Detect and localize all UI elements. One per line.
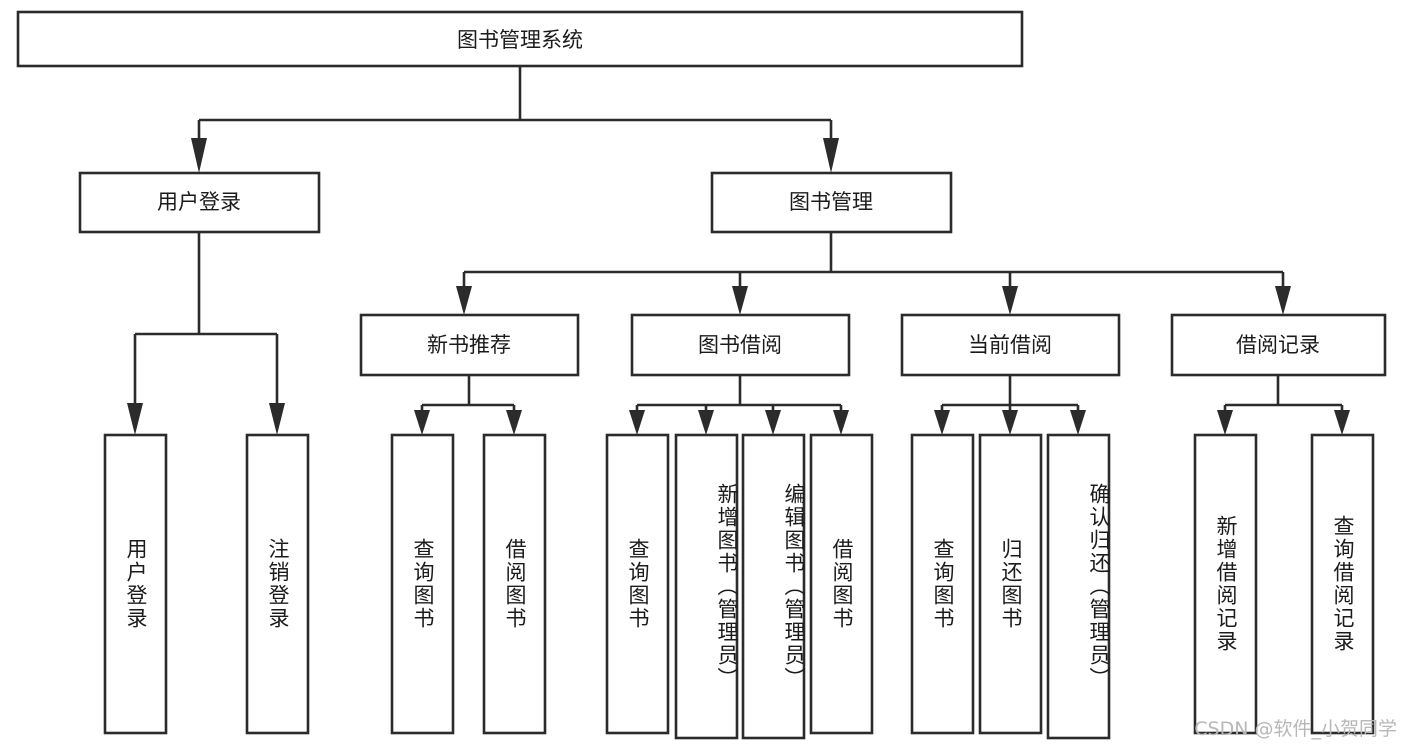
node-new-book-recommend-box[interactable] bbox=[359, 313, 580, 377]
connector-layer bbox=[127, 66, 1350, 435]
node-borrow-record[interactable]: 借阅记录 bbox=[1170, 313, 1387, 377]
node-user-login-label: 用户登录 bbox=[157, 190, 241, 214]
arrow-head-leaf-add-book-admin bbox=[698, 410, 714, 435]
arrow-head-book-borrow bbox=[732, 286, 748, 315]
arrow-head-book-management bbox=[823, 138, 839, 173]
node-root-label: 图书管理系统 bbox=[457, 28, 583, 52]
arrow-head-borrow-record bbox=[1275, 286, 1291, 315]
csdn-watermark: CSDN @软件_小贺同学 bbox=[1194, 718, 1397, 740]
node-leaf-query-borrow-record-box[interactable] bbox=[1310, 433, 1375, 735]
node-leaf-return-book-box[interactable] bbox=[978, 433, 1043, 735]
node-root-box[interactable] bbox=[16, 10, 1024, 68]
node-leaf-add-borrow-record-box[interactable] bbox=[1193, 433, 1258, 735]
node-borrow-record-box[interactable] bbox=[1170, 313, 1387, 377]
node-leaf-add-book-admin-box[interactable] bbox=[674, 433, 739, 740]
node-current-borrow-label: 当前借阅 bbox=[968, 333, 1052, 357]
arrow-head-leaf-query-book-2 bbox=[629, 410, 645, 435]
node-leaf-user-login-box[interactable] bbox=[103, 433, 168, 735]
arrow-head-leaf-confirm-return-admin bbox=[1070, 410, 1086, 435]
node-leaf-borrow-book-2-box[interactable] bbox=[809, 433, 874, 735]
node-leaf-query-book-2-box[interactable] bbox=[605, 433, 670, 735]
node-book-management[interactable]: 图书管理 bbox=[710, 171, 953, 234]
node-leaf-edit-book-admin-box[interactable] bbox=[741, 433, 806, 740]
node-new-book-recommend[interactable]: 新书推荐 bbox=[359, 313, 580, 377]
arrow-head-user-login bbox=[191, 138, 207, 173]
arrow-head-leaf-borrow-book-1 bbox=[506, 410, 522, 435]
node-leaf-logout-login-box[interactable] bbox=[245, 433, 310, 735]
arrow-head-current-borrow bbox=[1002, 286, 1018, 315]
arrow-head-leaf-edit-book-admin bbox=[765, 410, 781, 435]
node-user-login[interactable]: 用户登录 bbox=[78, 171, 321, 234]
node-book-borrow-label: 图书借阅 bbox=[698, 333, 782, 357]
node-book-borrow-box[interactable] bbox=[630, 313, 851, 377]
arrow-head-leaf-query-borrow-record bbox=[1334, 410, 1350, 435]
node-borrow-record-label: 借阅记录 bbox=[1236, 333, 1320, 357]
node-leaf-query-book-3-box[interactable] bbox=[910, 433, 975, 735]
arrow-head-leaf-add-borrow-record bbox=[1217, 410, 1233, 435]
node-book-management-label: 图书管理 bbox=[789, 190, 873, 214]
arrow-head-leaf-query-book-3 bbox=[934, 410, 950, 435]
node-new-book-recommend-label: 新书推荐 bbox=[427, 333, 511, 357]
arrow-head-leaf-query-book-1 bbox=[414, 410, 430, 435]
arrow-head-new-book-recommend bbox=[456, 286, 472, 315]
node-layer: 图书管理系统 用户登录 图书管理 新书推荐 图书借阅 当前 bbox=[16, 10, 1387, 740]
arrow-head-leaf-logout-login bbox=[269, 403, 285, 435]
node-leaf-query-book-1-box[interactable] bbox=[390, 433, 455, 735]
node-user-login-box[interactable] bbox=[78, 171, 321, 234]
node-book-borrow[interactable]: 图书借阅 bbox=[630, 313, 851, 377]
node-leaf-borrow-book-1-box[interactable] bbox=[482, 433, 547, 735]
node-book-management-box[interactable] bbox=[710, 171, 953, 234]
arrow-head-leaf-return-book bbox=[1002, 410, 1018, 435]
arrow-head-leaf-borrow-book-2 bbox=[833, 410, 849, 435]
node-current-borrow-box[interactable] bbox=[900, 313, 1121, 377]
node-current-borrow[interactable]: 当前借阅 bbox=[900, 313, 1121, 377]
node-root[interactable]: 图书管理系统 bbox=[16, 10, 1024, 68]
node-leaf-confirm-return-admin-box[interactable] bbox=[1046, 433, 1111, 740]
arrow-head-leaf-user-login bbox=[127, 403, 143, 435]
